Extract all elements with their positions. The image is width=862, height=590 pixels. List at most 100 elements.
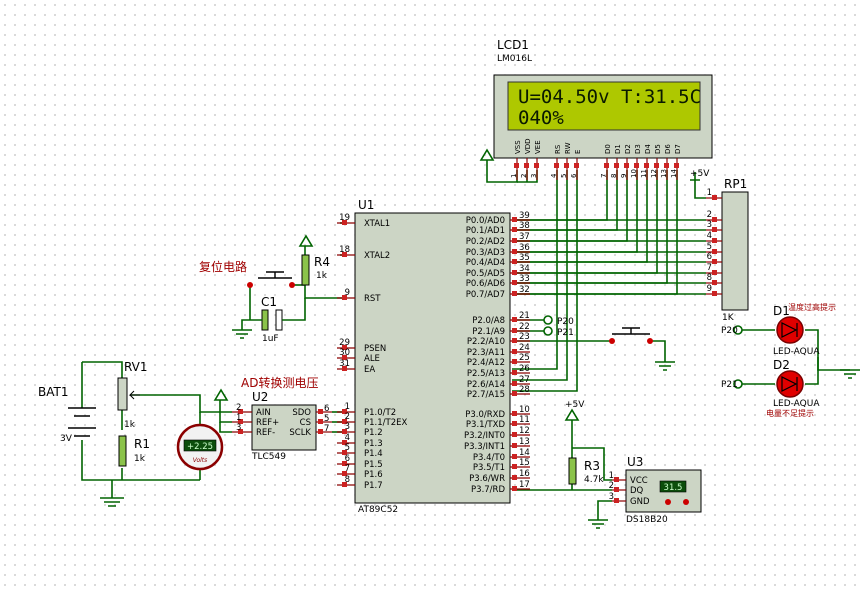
mcu-pin-marker[interactable] [512,280,517,285]
lcd-pin-marker[interactable] [514,163,519,168]
mcu-pin-marker[interactable] [512,338,517,343]
reset-button[interactable] [247,271,295,288]
lcd-pin-number: 7 [600,174,608,178]
p21-terminal[interactable] [543,326,553,336]
mcu-pin-marker[interactable] [512,349,517,354]
rp1-pin-marker[interactable] [712,227,717,232]
mcu-pin-name: P0.6/AD6 [466,279,505,289]
mcu-pin-marker[interactable] [512,238,517,243]
mcu-pin-marker[interactable] [342,345,347,350]
temp-sensor-pin-marker[interactable] [614,487,619,492]
mcu-pin-marker[interactable] [512,227,517,232]
p20-terminal[interactable] [543,315,553,325]
mcu-pin-marker[interactable] [342,461,347,466]
lcd-pin-marker[interactable] [604,163,609,168]
mcu-pin-name: P0.3/AD3 [466,248,505,258]
adc-pin-marker[interactable] [238,409,243,414]
resistor-pack-body[interactable] [721,191,749,311]
mcu-pin-marker[interactable] [342,355,347,360]
mcu-pin-marker[interactable] [342,450,347,455]
adc-pin-marker[interactable] [238,429,243,434]
lcd-pin-marker[interactable] [554,163,559,168]
r1-resistor[interactable] [118,435,127,467]
rp1-pin-marker[interactable] [712,259,717,264]
adc-pin-marker[interactable] [318,419,323,424]
lcd-pin-marker[interactable] [634,163,639,168]
mcu-pin-marker[interactable] [342,419,347,424]
mcu-pin-marker[interactable] [512,328,517,333]
mcu-pin-marker[interactable] [512,249,517,254]
mcu-body[interactable] [354,212,511,504]
mcu-pin-marker[interactable] [512,486,517,491]
mcu-pin-marker[interactable] [512,454,517,459]
lcd-pin-marker[interactable] [574,163,579,168]
mcu-pin-marker[interactable] [342,252,347,257]
mcu-pin-marker[interactable] [512,359,517,364]
mcu-pin-number: 37 [519,232,530,242]
rp1-pin-marker[interactable] [712,280,717,285]
temp-sensor-pin-number: 1 [609,471,614,481]
mcu-pin-marker[interactable] [512,391,517,396]
temp-sensor-pin-marker[interactable] [614,498,619,503]
r4-resistor[interactable] [301,254,310,286]
c1-capacitor[interactable] [256,309,292,331]
mcu-pin-marker[interactable] [512,381,517,386]
mcu-pin-marker[interactable] [512,421,517,426]
d2-led[interactable] [776,370,804,398]
adc-pin-marker[interactable] [318,429,323,434]
rp1-pin-marker[interactable] [712,217,717,222]
r3-resistor[interactable] [568,457,577,485]
p22-pushbutton[interactable] [609,327,653,344]
temp-sensor-pin-marker[interactable] [614,477,619,482]
mcu-pin-marker[interactable] [342,366,347,371]
mcu-pin-marker[interactable] [342,295,347,300]
rp1-pin-marker[interactable] [712,249,717,254]
mcu-pin-marker[interactable] [512,475,517,480]
rv1-potentiometer[interactable] [117,377,140,411]
lcd-pin-marker[interactable] [664,163,669,168]
mcu-pin-marker[interactable] [512,270,517,275]
led-p21-terminal[interactable] [733,379,743,389]
rp1-pin-marker[interactable] [712,291,717,296]
temp-up-button[interactable] [683,499,689,505]
mcu-pin-marker[interactable] [512,370,517,375]
mcu-pin-marker[interactable] [512,443,517,448]
mcu-pin-marker[interactable] [512,217,517,222]
adc-pin-marker[interactable] [238,419,243,424]
mcu-pin-marker[interactable] [512,432,517,437]
mcu-pin-marker[interactable] [512,464,517,469]
mcu-pin-marker[interactable] [512,317,517,322]
mcu-pin-name: P0.4/AD4 [466,258,505,268]
adc-pin-marker[interactable] [318,409,323,414]
mcu-pin-number: 2 [345,412,350,422]
lcd-pin-marker[interactable] [674,163,679,168]
mcu-pin-marker[interactable] [342,429,347,434]
voltmeter-unit: Volts [193,457,208,464]
rp1-pin-marker[interactable] [712,238,717,243]
d1-led[interactable] [776,316,804,344]
lcd-pin-marker[interactable] [624,163,629,168]
lcd-pin-marker[interactable] [534,163,539,168]
mcu-pin-marker[interactable] [512,411,517,416]
mcu-pin-marker[interactable] [342,409,347,414]
adc-chip-body[interactable] [251,404,317,451]
temp-down-button[interactable] [665,499,671,505]
lcd-pin-marker[interactable] [564,163,569,168]
lcd-pin-marker[interactable] [614,163,619,168]
mcu-pin-marker[interactable] [342,471,347,476]
mcu-pin-marker[interactable] [342,482,347,487]
lcd-module[interactable]: U=04.50v T:31.5C 040% [493,74,713,159]
rp1-pin-marker[interactable] [712,195,717,200]
mcu-pin-marker[interactable] [512,291,517,296]
led-p20-terminal[interactable] [733,325,743,335]
mcu-pin-marker[interactable] [342,440,347,445]
voltmeter[interactable]: +2.25 Volts [176,423,224,471]
rp1-pin-marker[interactable] [712,270,717,275]
lcd-pin-labels: VSS1VDD2VEE3RS4RW5E6D07D18D29D310D411D51… [510,138,682,180]
mcu-pin-marker[interactable] [342,220,347,225]
lcd-pin-marker[interactable] [524,163,529,168]
lcd-pin-marker[interactable] [644,163,649,168]
lcd-pin-marker[interactable] [654,163,659,168]
mcu-pin-marker[interactable] [512,259,517,264]
battery[interactable] [68,407,96,437]
